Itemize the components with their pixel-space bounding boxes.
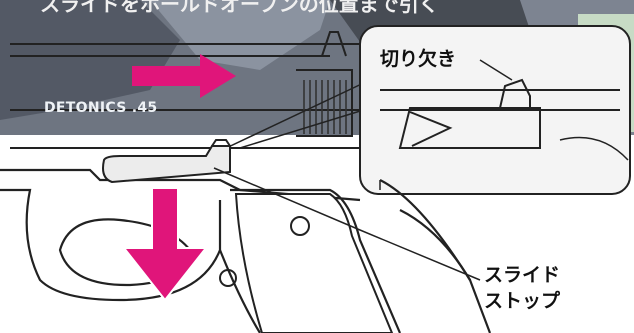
model-label: DETONICS .45 <box>44 100 157 116</box>
cutout-label: 切り欠き <box>380 44 456 71</box>
slide-stop-label-line1: スライド <box>484 262 560 288</box>
grip-panel <box>236 194 392 333</box>
caption-top: スライドをホールドオープンの位置まで引く <box>40 0 439 17</box>
pin-icon <box>220 270 236 286</box>
slide-stop-label: スライド ストップ <box>484 262 560 314</box>
slide-stop-lever <box>103 140 230 182</box>
slide-stop-label-line2: ストップ <box>484 288 560 314</box>
